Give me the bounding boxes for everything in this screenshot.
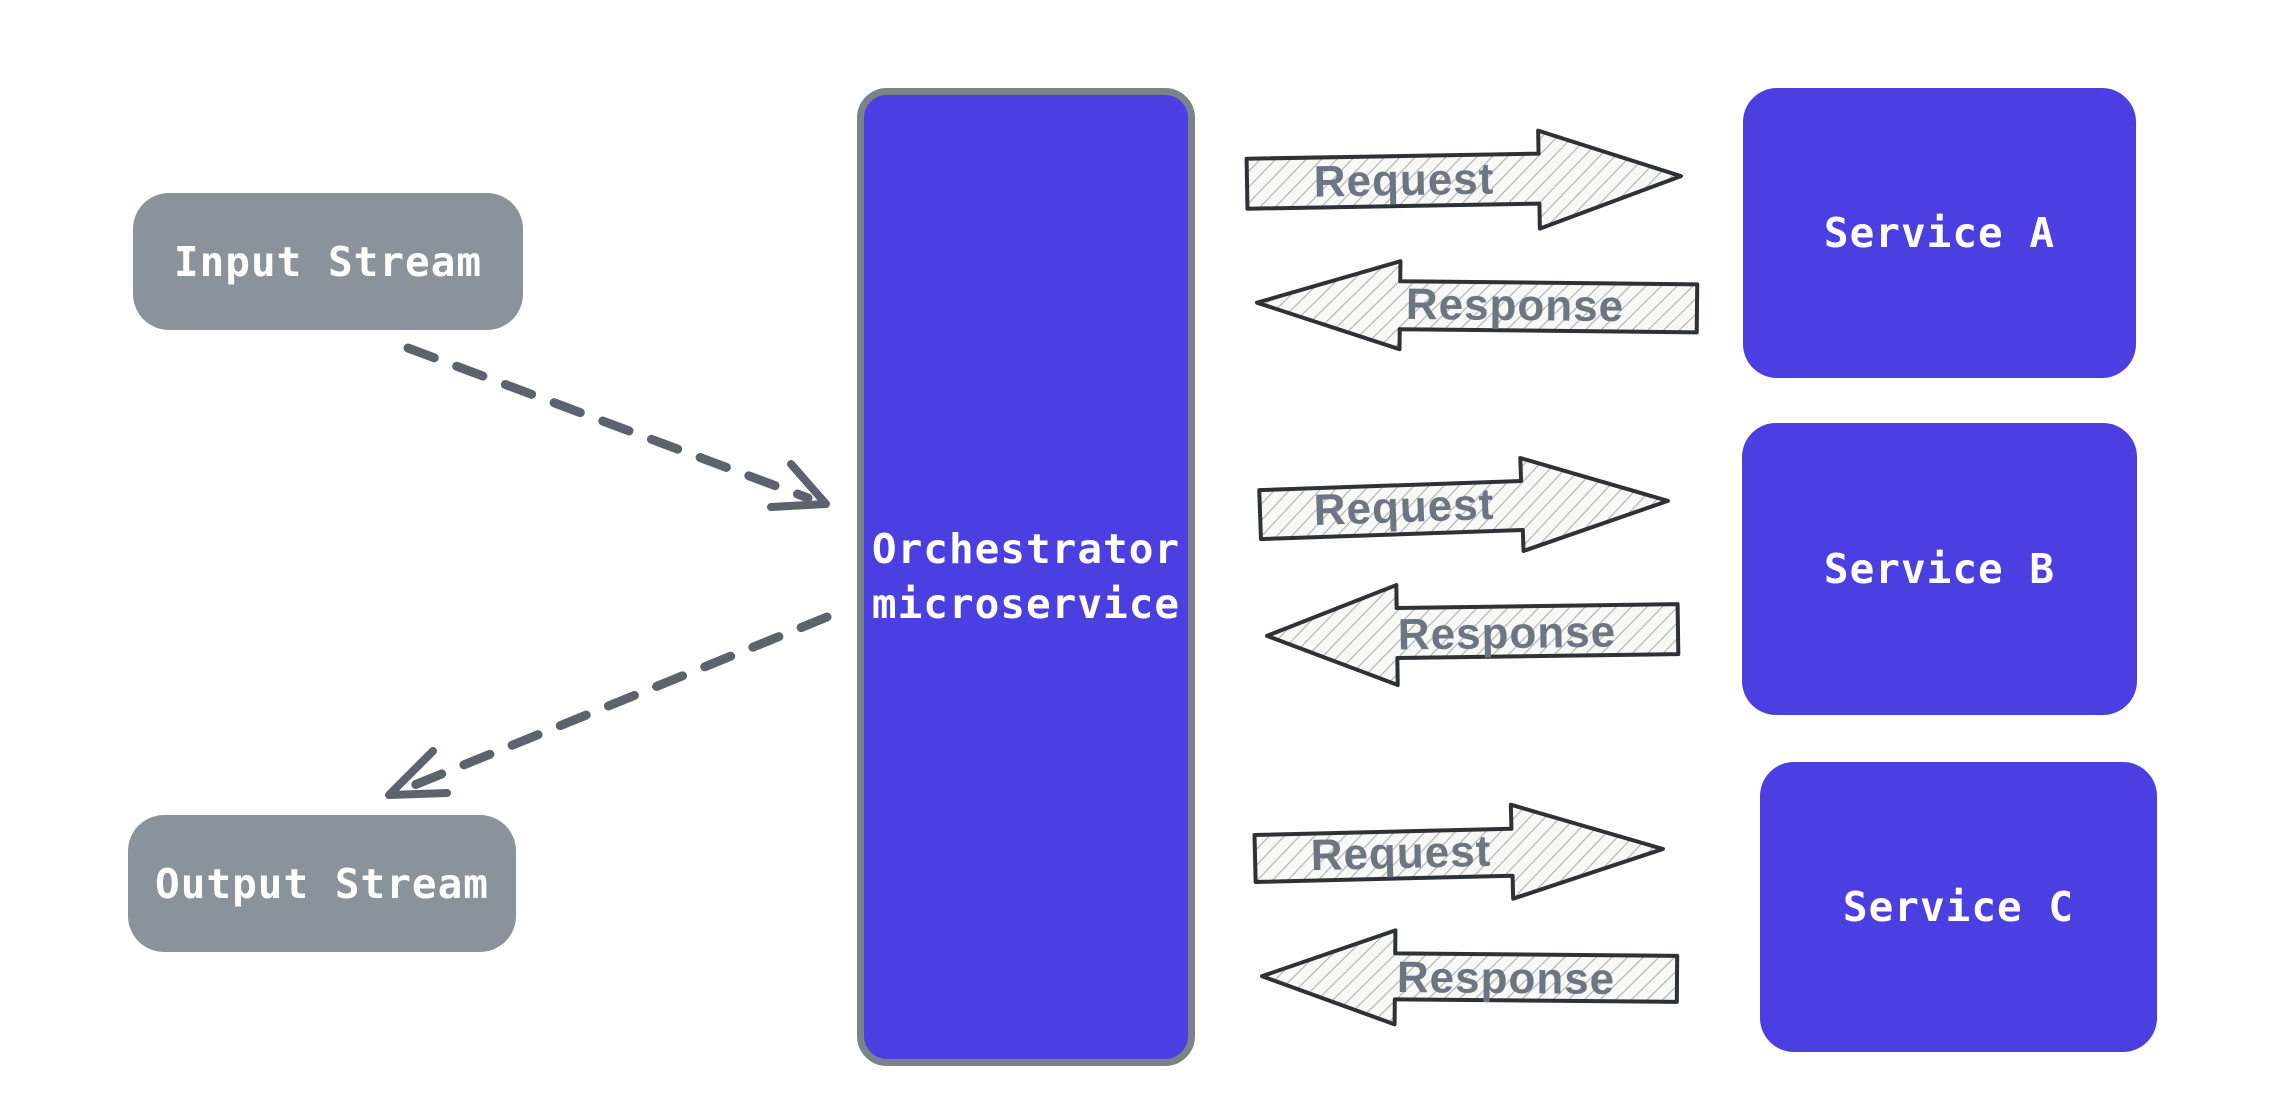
input-stream-label: Input Stream [173, 237, 483, 286]
service-c-node: Service C [1760, 762, 2157, 1052]
request-arrow-service-c-label: Request [1310, 826, 1492, 881]
service-a-node: Service A [1743, 88, 2136, 378]
response-arrow-service-a [1255, 259, 1700, 352]
input-stream-node: Input Stream [133, 193, 523, 330]
output-stream-label: Output Stream [155, 859, 489, 908]
request-arrow-service-b-label: Request [1312, 479, 1496, 536]
input-to-orchestrator-arrowhead-icon [767, 460, 830, 511]
orchestrator-microservice-node: Orchestrator microservice [857, 88, 1195, 1066]
service-b-node: Service B [1742, 423, 2137, 715]
response-arrow-service-b-label: Response [1397, 607, 1617, 660]
request-arrow-service-a [1244, 128, 1683, 231]
response-arrow-service-c-label: Response [1396, 953, 1616, 1004]
response-arrow-service-b [1265, 583, 1681, 688]
service-a-label: Service A [1823, 209, 2056, 257]
service-b-label: Service B [1823, 545, 2056, 593]
request-arrow-service-c [1252, 802, 1665, 901]
orchestrator-to-output-arrowhead-icon [385, 747, 451, 799]
orchestrator-microservice-label: Orchestrator microservice [871, 524, 1181, 628]
request-arrow-service-a-label: Request [1313, 154, 1495, 207]
orchestrator-to-output-arrow [385, 612, 832, 799]
request-arrow-service-b [1257, 456, 1670, 553]
service-c-label: Service C [1842, 883, 2075, 931]
response-arrow-service-c [1260, 928, 1680, 1027]
orchestrator-to-output-line [407, 612, 832, 791]
input-to-orchestrator-line [403, 343, 813, 503]
response-arrow-service-a-label: Response [1405, 279, 1625, 332]
output-stream-node: Output Stream [128, 815, 516, 952]
input-to-orchestrator-arrow [403, 343, 830, 511]
